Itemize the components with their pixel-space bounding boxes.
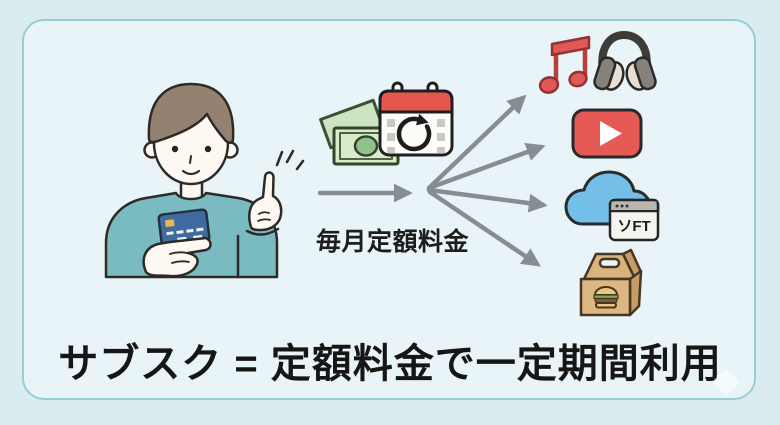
flow-arrows xyxy=(317,94,548,267)
eye xyxy=(171,145,179,153)
software-label: ソFT xyxy=(617,218,650,235)
fan-arrow-music xyxy=(426,94,527,191)
refresh-icon xyxy=(396,113,432,152)
card-chip xyxy=(165,219,175,228)
calendar-header xyxy=(378,89,454,114)
page-title: サブスク = 定額料金で一定期間利用 xyxy=(58,342,722,386)
fan-arrow-video xyxy=(426,142,546,191)
food-delivery-box-icon xyxy=(579,248,643,317)
pointing-hand xyxy=(248,171,283,232)
headphones-icon xyxy=(593,30,657,91)
nose xyxy=(189,155,192,164)
hair xyxy=(147,82,235,144)
smile xyxy=(181,169,201,176)
box-handle xyxy=(598,257,621,269)
video-streaming-icon xyxy=(571,108,643,159)
browser-window: ソFT xyxy=(608,198,660,242)
calendar-date-cells xyxy=(387,119,445,153)
play-icon xyxy=(600,121,622,146)
music-note-icon xyxy=(538,35,591,94)
cloud-software-icon: ソFT xyxy=(564,170,660,242)
burger-icon xyxy=(593,286,619,309)
recurring-calendar-icon xyxy=(378,81,454,157)
sleeve-cuff xyxy=(245,227,280,236)
flow-label: 毎月定額料金 xyxy=(316,228,470,256)
holding-hand xyxy=(142,236,212,278)
sparkle-marks-icon xyxy=(275,149,305,171)
eye xyxy=(204,145,212,153)
headband xyxy=(598,30,651,76)
person-with-credit-card-illustration xyxy=(104,82,305,279)
fan-arrow-food xyxy=(427,189,541,267)
credit-card-icon xyxy=(157,208,211,248)
fan-arrow-cloud xyxy=(426,187,548,213)
